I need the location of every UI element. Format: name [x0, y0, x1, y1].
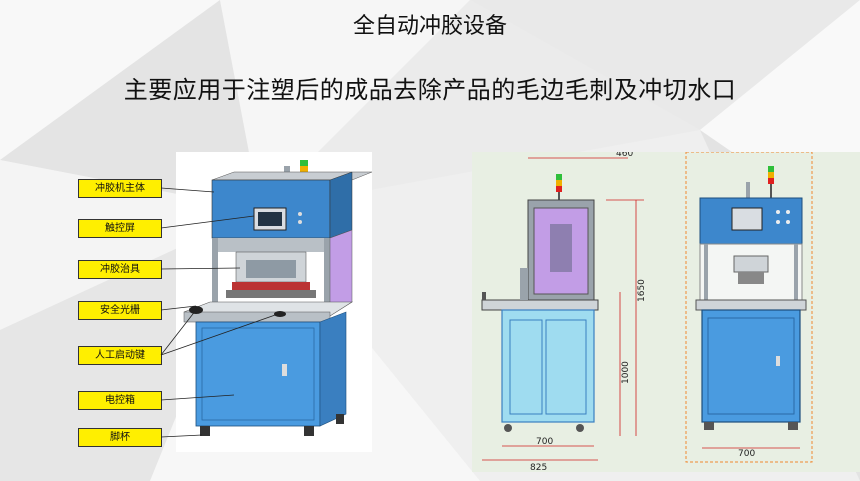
technical-drawing-panel: 460 1650 1000 700 825 [472, 149, 860, 473]
callout-control-box: 电控箱 [78, 391, 162, 410]
callout-foot: 脚杯 [78, 428, 162, 447]
machine-3d-drawing [183, 160, 373, 436]
dimension-lines [482, 157, 644, 461]
page-subtitle: 主要应用于注塑后的成品去除产品的毛边毛刺及冲切水口 [123, 76, 737, 104]
side-view [481, 174, 599, 432]
dim-inner-width: 700 [536, 437, 553, 447]
dim-base-height: 1000 [621, 361, 631, 384]
dim-total-height: 1650 [637, 279, 647, 302]
dim-overall-width: 825 [530, 463, 547, 472]
callout-fixture: 冲胶治具 [78, 260, 162, 279]
orthographic-views: 460 1650 1000 700 825 [481, 149, 813, 473]
callout-light-curtain: 安全光栅 [78, 301, 162, 320]
dim-top-width: 460 [616, 152, 633, 159]
dim-front-width: 700 [738, 449, 755, 459]
callout-start-button: 人工启动键 [78, 346, 162, 365]
page-title: 全自动冲胶设备 [352, 14, 507, 39]
front-view [685, 151, 813, 463]
machine-3d-render [176, 152, 373, 452]
callout-touch-screen: 触控屏 [78, 219, 162, 238]
callout-machine-body: 冲胶机主体 [78, 179, 162, 198]
